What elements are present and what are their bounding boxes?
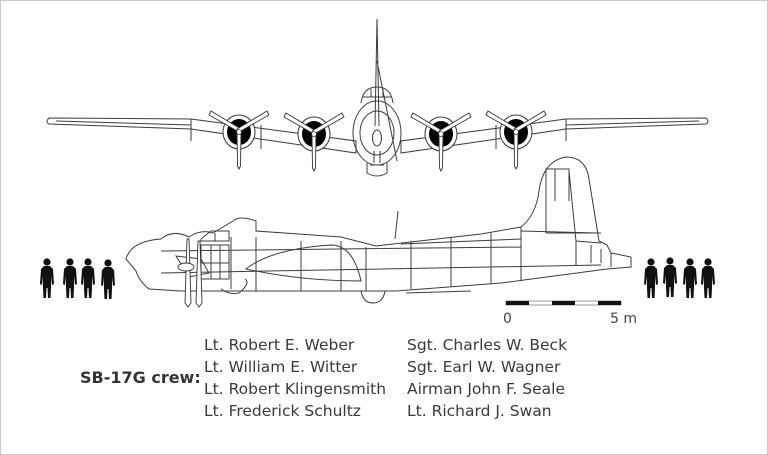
person-silhouette-icon [644, 258, 658, 298]
engine-icon [283, 112, 345, 172]
crew-member: Lt. Robert Klingensmith [204, 380, 387, 398]
crew-member: Lt. Robert E. Weber [204, 336, 355, 354]
person-silhouette-icon [683, 258, 697, 298]
person-silhouette-icon [101, 259, 115, 299]
engine-icon [485, 110, 547, 170]
crew-silhouettes-left [40, 258, 115, 299]
person-silhouette-icon [63, 258, 77, 298]
engine-icon [208, 110, 270, 170]
person-silhouette-icon [81, 258, 95, 298]
crew-member: Lt. William E. Witter [204, 358, 358, 376]
person-silhouette-icon [663, 257, 677, 297]
side-view [125, 156, 632, 304]
crew-member: Lt. Richard J. Swan [407, 402, 552, 420]
scale-bar [505, 300, 622, 306]
crew-silhouettes-right [644, 257, 715, 298]
engine-icon [410, 112, 472, 172]
scale-end-label: 5 m [610, 311, 637, 327]
person-silhouette-icon [701, 258, 715, 298]
front-view [46, 18, 709, 177]
crew-list-right: Sgt. Charles W. Beck Sgt. Earl W. Wagner… [407, 334, 567, 422]
crew-heading: SB-17G crew: [80, 368, 201, 387]
person-silhouette-icon [40, 258, 54, 298]
crew-member: Lt. Frederick Schultz [204, 402, 361, 420]
crew-member: Sgt. Charles W. Beck [407, 336, 568, 354]
crew-list-left: Lt. Robert E. Weber Lt. William E. Witte… [204, 334, 386, 422]
crew-member: Airman John F. Seale [407, 380, 565, 398]
scale-start-label: 0 [503, 311, 512, 327]
crew-member: Sgt. Earl W. Wagner [407, 358, 561, 376]
